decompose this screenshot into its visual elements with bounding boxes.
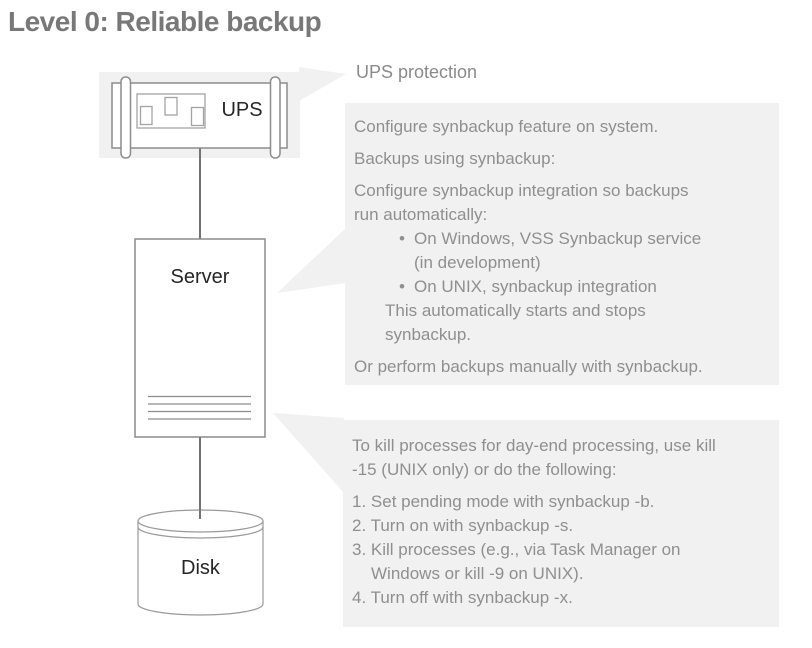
callout-text-line: (in development)	[414, 253, 541, 272]
callout-text-line: This automatically starts and stops	[385, 301, 646, 320]
callout-text-line: run automatically:	[354, 205, 488, 224]
page-title: Level 0: Reliable backup	[8, 6, 322, 37]
callout-text-line: synbackup.	[385, 325, 471, 344]
callout-text-line: Configure synbackup feature on system.	[354, 117, 659, 136]
callout-step-item: 4. Turn off with synbackup -x.	[352, 588, 573, 607]
callout-text-line: Backups using synbackup:	[354, 149, 556, 168]
kill-callout-tail	[273, 413, 344, 493]
backup-callout: Configure synbackup feature on system. B…	[345, 103, 779, 385]
ups-outlet-panel	[136, 93, 206, 129]
server-icon	[134, 238, 266, 438]
backup-callout-tail	[277, 228, 346, 293]
callout-bullet-item: On Windows, VSS Synbackup service	[354, 227, 769, 251]
ups-left-cap	[120, 76, 132, 159]
server-label: Server	[170, 266, 230, 288]
kill-callout: To kill processes for day-end processing…	[343, 420, 779, 627]
callout-text-line: Configure synbackup integration so backu…	[354, 181, 689, 200]
ups-device-icon	[111, 76, 288, 159]
callout-step-item: 2. Turn on with synbackup -s.	[352, 516, 574, 535]
callout-step-item: 3. Kill processes (e.g., via Task Manage…	[352, 540, 681, 559]
callout-text-line: -15 (UNIX only) or do the following:	[352, 460, 617, 479]
callout-bullet-item: On UNIX, synbackup integration	[354, 275, 769, 299]
callout-text-line: Windows or kill -9 on UNIX).	[371, 564, 584, 583]
ups-label: UPS	[221, 99, 263, 121]
server-vents	[148, 395, 251, 420]
callout-text-line: To kill processes for day-end processing…	[352, 436, 716, 455]
ups-callout-tail	[299, 67, 346, 101]
ups-protection-label: UPS protection	[356, 62, 478, 82]
disk-label: Disk	[181, 557, 220, 579]
disk-rim-line	[137, 526, 264, 539]
ups-right-cap	[269, 76, 281, 159]
callout-step-item: 1. Set pending mode with synbackup -b.	[352, 492, 655, 511]
callout-text-line: Or perform backups manually with synback…	[354, 357, 703, 376]
